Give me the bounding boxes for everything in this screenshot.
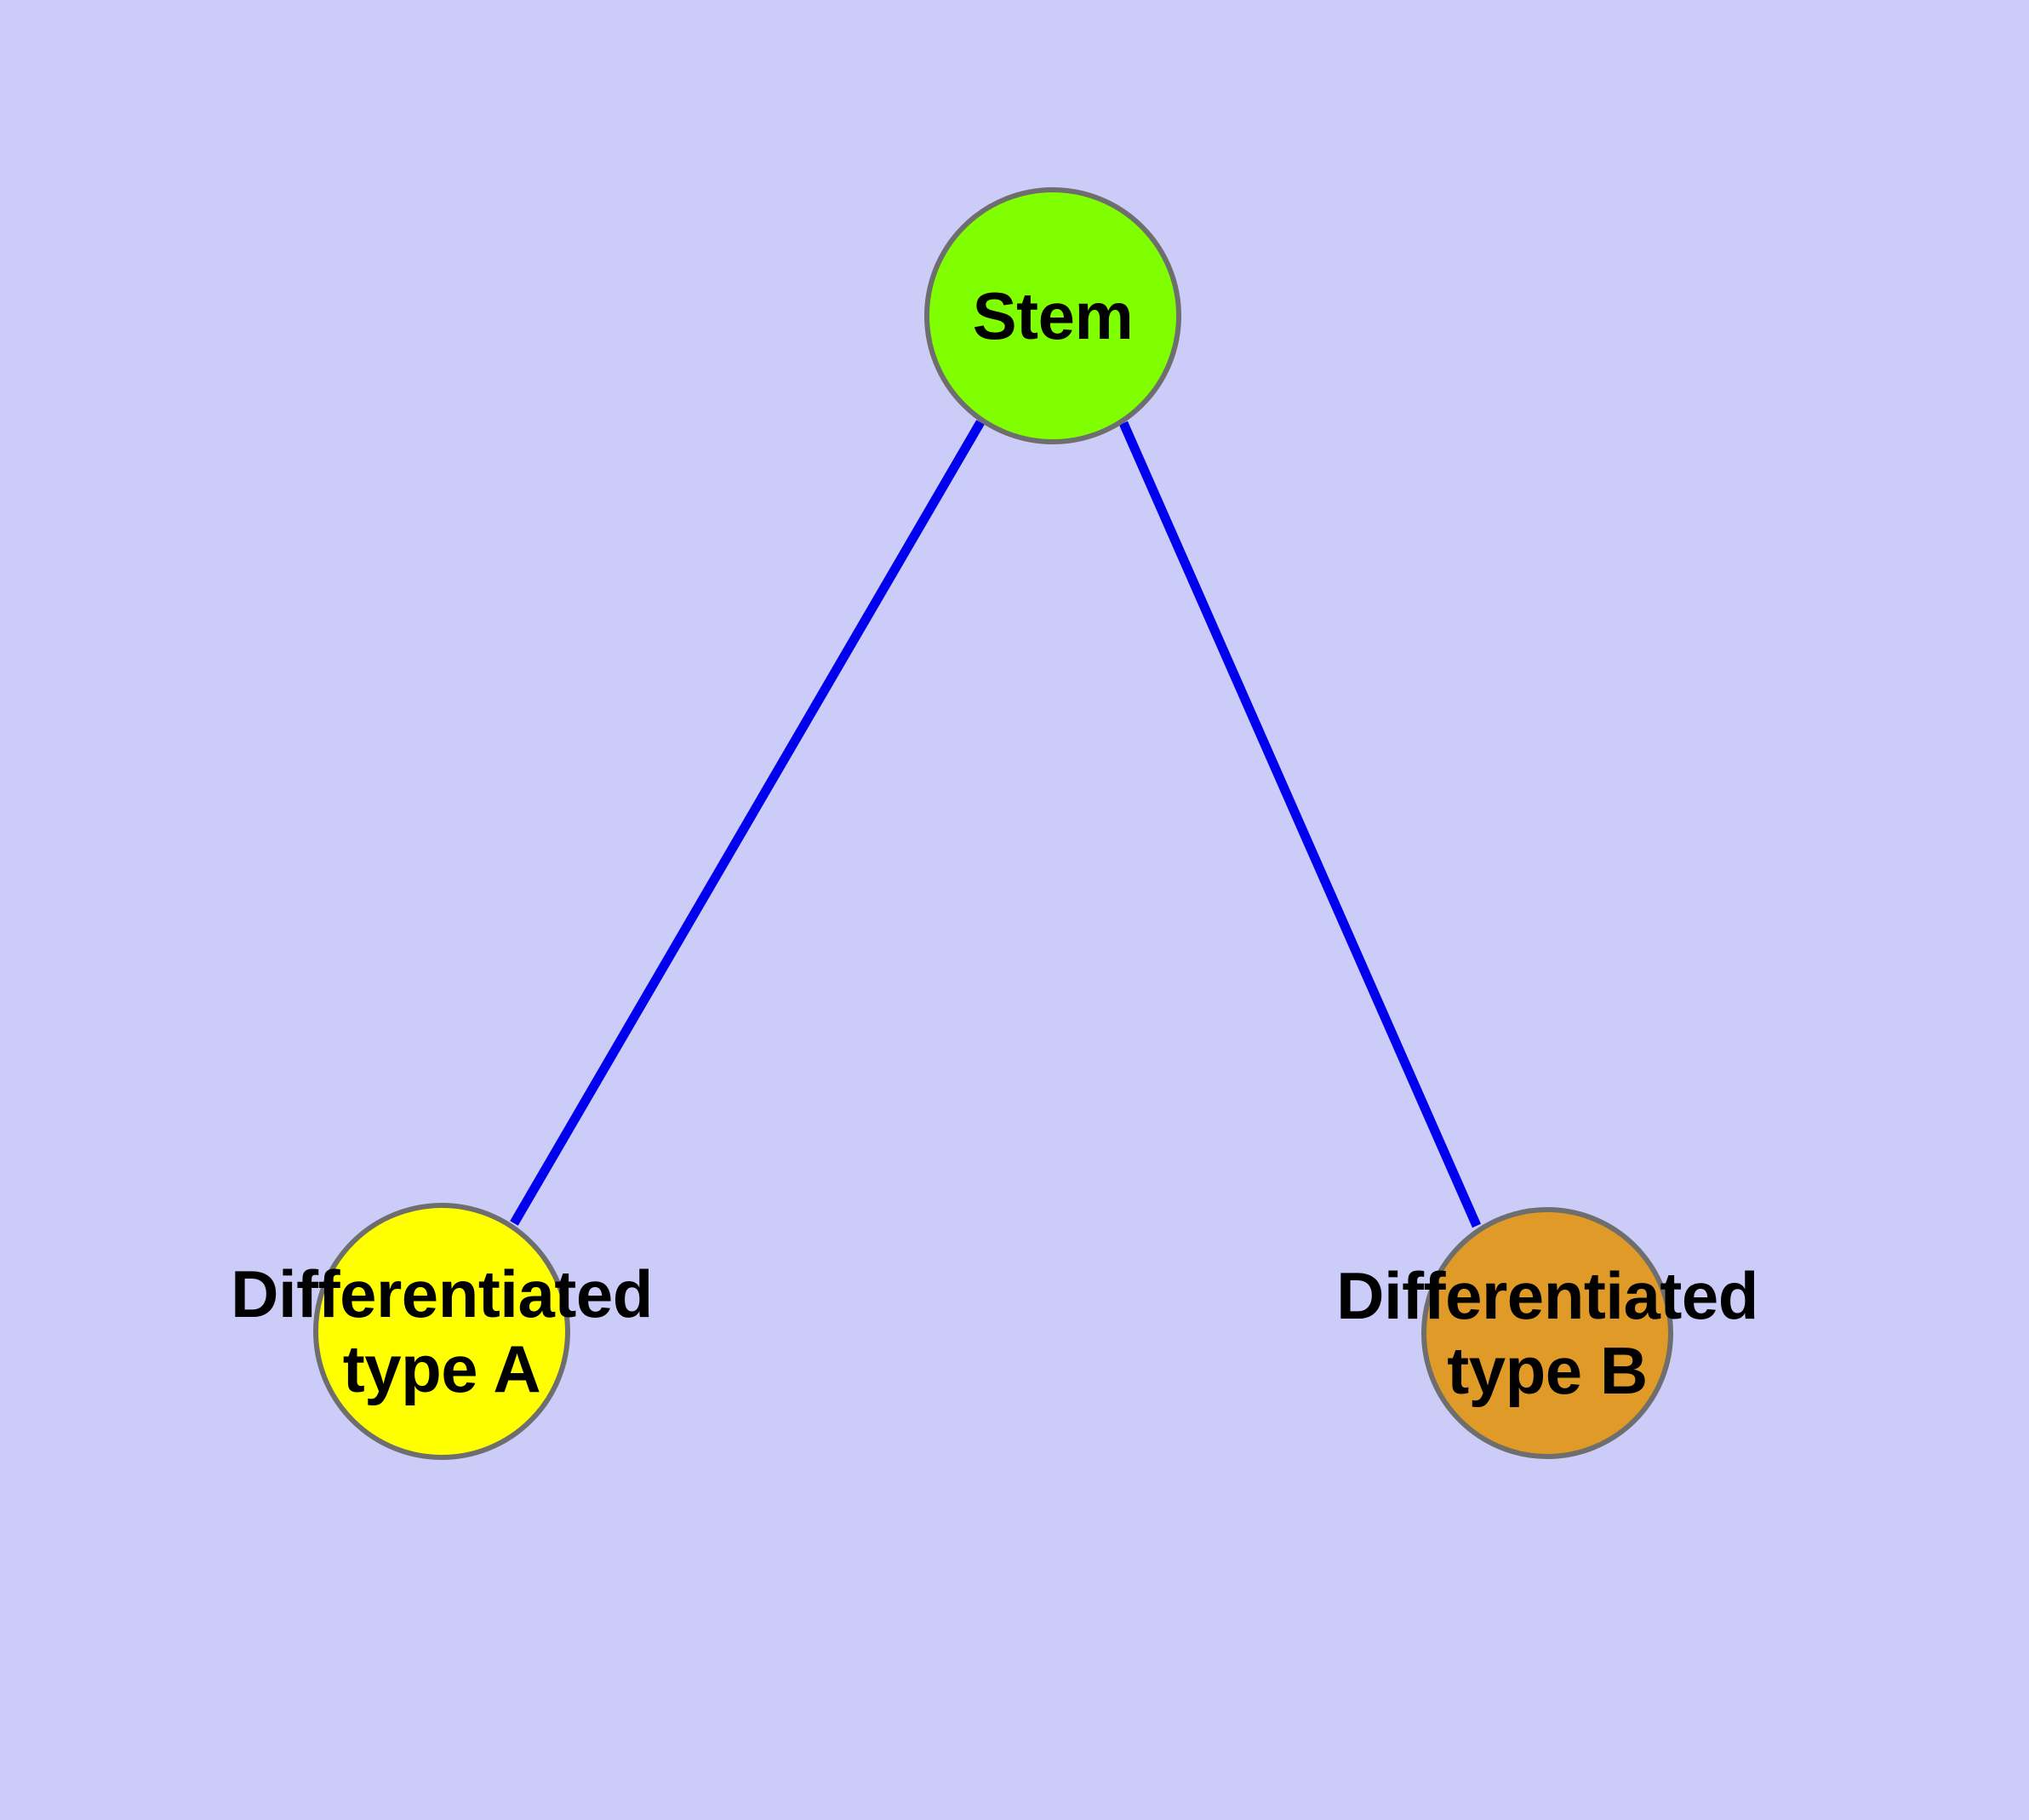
node-differentiated-type-b[interactable]	[1421, 1207, 1673, 1459]
node-differentiated-type-a[interactable]	[313, 1203, 570, 1460]
edge-stem-to-differentiated-type-a[interactable]	[510, 420, 985, 1226]
edge-stem-to-differentiated-type-b[interactable]	[1118, 421, 1482, 1228]
node-stem[interactable]	[924, 187, 1181, 444]
